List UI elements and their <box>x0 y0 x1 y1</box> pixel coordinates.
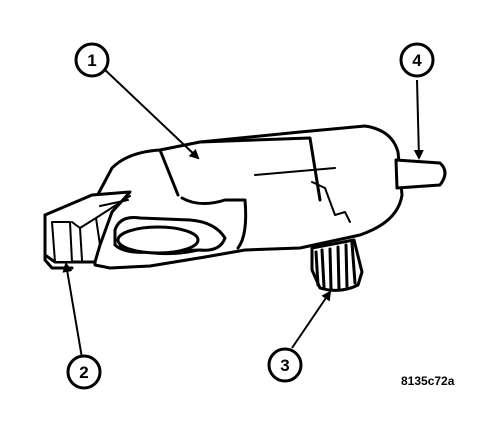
callout-4-label: 4 <box>412 51 422 70</box>
callout-3-label: 3 <box>280 356 289 375</box>
callout-1-label: 1 <box>87 51 96 70</box>
callout-2: 2 <box>66 354 102 390</box>
callout-3: 3 <box>267 347 303 383</box>
leader-line-4 <box>413 79 424 160</box>
leader-line-3 <box>291 290 332 349</box>
callout-1: 1 <box>74 42 110 78</box>
leader-lines <box>62 67 424 359</box>
figure-id: 8135c72a <box>401 374 455 388</box>
callout-4: 4 <box>399 42 435 78</box>
actuator-housing <box>43 124 447 292</box>
leader-line-1 <box>102 67 200 160</box>
callout-2-label: 2 <box>79 363 88 382</box>
leader-line-2 <box>62 262 83 359</box>
